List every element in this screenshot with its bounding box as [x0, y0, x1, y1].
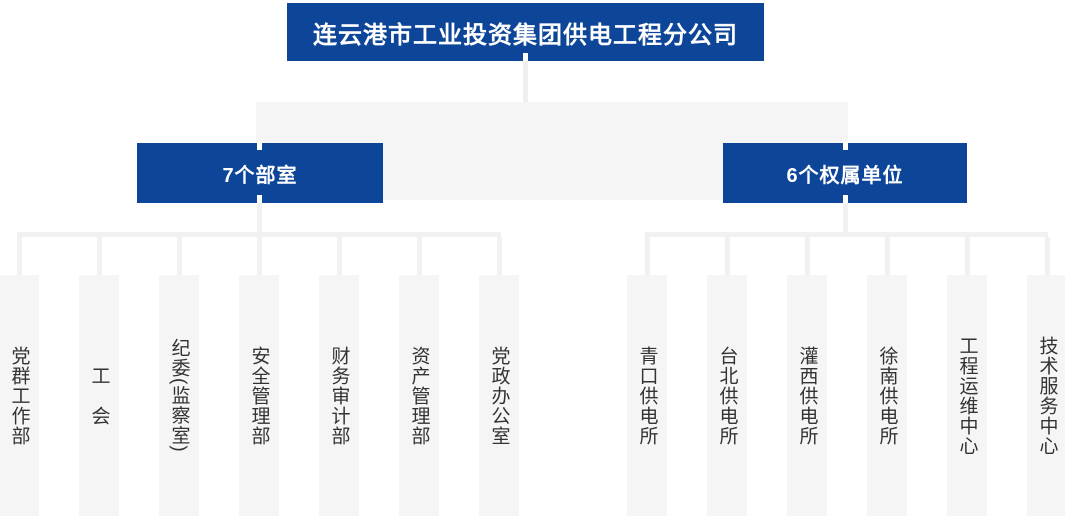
connector-drop — [884, 237, 890, 275]
root-node-label: 连云港市工业投资集团供电工程分公司 — [313, 21, 738, 49]
subsidiaries-top-notch — [842, 142, 848, 150]
org-column-anquan: 安全管理部 — [239, 275, 279, 516]
departments-columns: 党群工作部 工 会 纪委(监察室) 安全管理部 财务审计部 资产管理部 党政办公… — [0, 275, 519, 516]
org-column-zichan: 资产管理部 — [399, 275, 439, 516]
group-node-departments: 7个部室 — [137, 143, 383, 203]
connector-drop — [964, 237, 970, 275]
connector-drop — [336, 237, 342, 275]
group-node-subsidiaries-label: 6个权属单位 — [786, 164, 904, 187]
departments-rail — [17, 232, 501, 237]
connector-drop — [1044, 237, 1050, 275]
subsidiaries-rail — [644, 232, 1048, 237]
connector-drop — [256, 237, 262, 275]
org-column-dangzheng: 党政办公室 — [479, 275, 519, 516]
connector-drop — [724, 237, 730, 275]
connector-drop — [416, 237, 422, 275]
departments-top-notch — [257, 142, 262, 150]
subsidiaries-bottom-notch — [842, 195, 848, 203]
connector-drop — [644, 237, 650, 275]
org-column-xunan: 徐南供电所 — [867, 275, 907, 516]
connector-drop — [496, 237, 502, 275]
root-bottom-notch — [523, 53, 528, 61]
org-column-dangqun: 党群工作部 — [0, 275, 39, 516]
root-connector-line — [523, 61, 528, 102]
org-column-taibei: 台北供电所 — [707, 275, 747, 516]
group-node-departments-label: 7个部室 — [222, 164, 298, 187]
org-column-guanxi: 灌西供电所 — [787, 275, 827, 516]
org-column-gongcheng: 工程运维中心 — [947, 275, 987, 516]
group-node-subsidiaries: 6个权属单位 — [723, 143, 967, 203]
connector-drop — [96, 237, 102, 275]
root-node: 连云港市工业投资集团供电工程分公司 — [287, 3, 764, 61]
subsidiaries-center-drop — [842, 203, 848, 237]
org-column-jishu: 技术服务中心 — [1027, 275, 1065, 516]
connector-drop — [16, 237, 22, 275]
departments-bottom-notch — [257, 195, 262, 203]
connector-drop — [804, 237, 810, 275]
org-column-gonghui: 工 会 — [79, 275, 119, 516]
connector-drop — [176, 237, 182, 275]
org-column-jiwei: 纪委(监察室) — [159, 275, 199, 516]
org-column-qingkou: 青口供电所 — [627, 275, 667, 516]
org-column-caiwu: 财务审计部 — [319, 275, 359, 516]
subsidiaries-columns: 青口供电所 台北供电所 灌西供电所 徐南供电所 工程运维中心 技术服务中心 — [627, 275, 1065, 516]
